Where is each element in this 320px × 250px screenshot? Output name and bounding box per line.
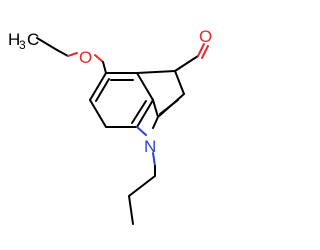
structure-canvas: H 3 C O O N (8, 27, 213, 225)
methyl-c-label: C (27, 30, 39, 49)
methyl-h-label: H (8, 30, 20, 49)
bond-benzene-5 (89, 99, 107, 128)
bond-o-ring (102, 61, 107, 74)
bond-ch2-o (56, 49, 69, 57)
bond-n-ring (136, 126, 147, 136)
molecule-structure: H 3 C O O N (8, 27, 212, 225)
bond-benzene-3 (136, 99, 154, 128)
ring-nitrogen-label: N (144, 137, 156, 156)
methyl-subscript-label: 3 (19, 38, 26, 52)
bond-pyrrole-1 (136, 70, 176, 74)
bond-benzene-6 (89, 72, 107, 101)
aldehyde-oxygen-label: O (199, 27, 212, 46)
bond-propyl-2 (128, 175, 156, 197)
ether-oxygen-label: O (79, 48, 92, 67)
bond-pyrrole-double-inner (159, 99, 179, 115)
bond-cho-double-2 (201, 45, 209, 59)
bond-pyrrole-2 (174, 70, 185, 95)
bond-benzene-double-3 (95, 78, 110, 102)
bond-cho-double-1 (197, 43, 205, 57)
bond-o-ring-red (94, 54, 104, 63)
bond-ch2-o-red (67, 52, 78, 57)
bond-benzene-double-2 (131, 100, 147, 124)
bond-n-propyl (152, 152, 156, 167)
bond-pyrrole-3 (152, 116, 159, 129)
bond-propyl-3 (128, 195, 134, 225)
bond-ch3-ch2 (36, 37, 58, 51)
bond-ring-cho (174, 55, 199, 72)
bond-benzene-2 (136, 72, 154, 101)
bond-pyrrole-4 (152, 99, 159, 118)
